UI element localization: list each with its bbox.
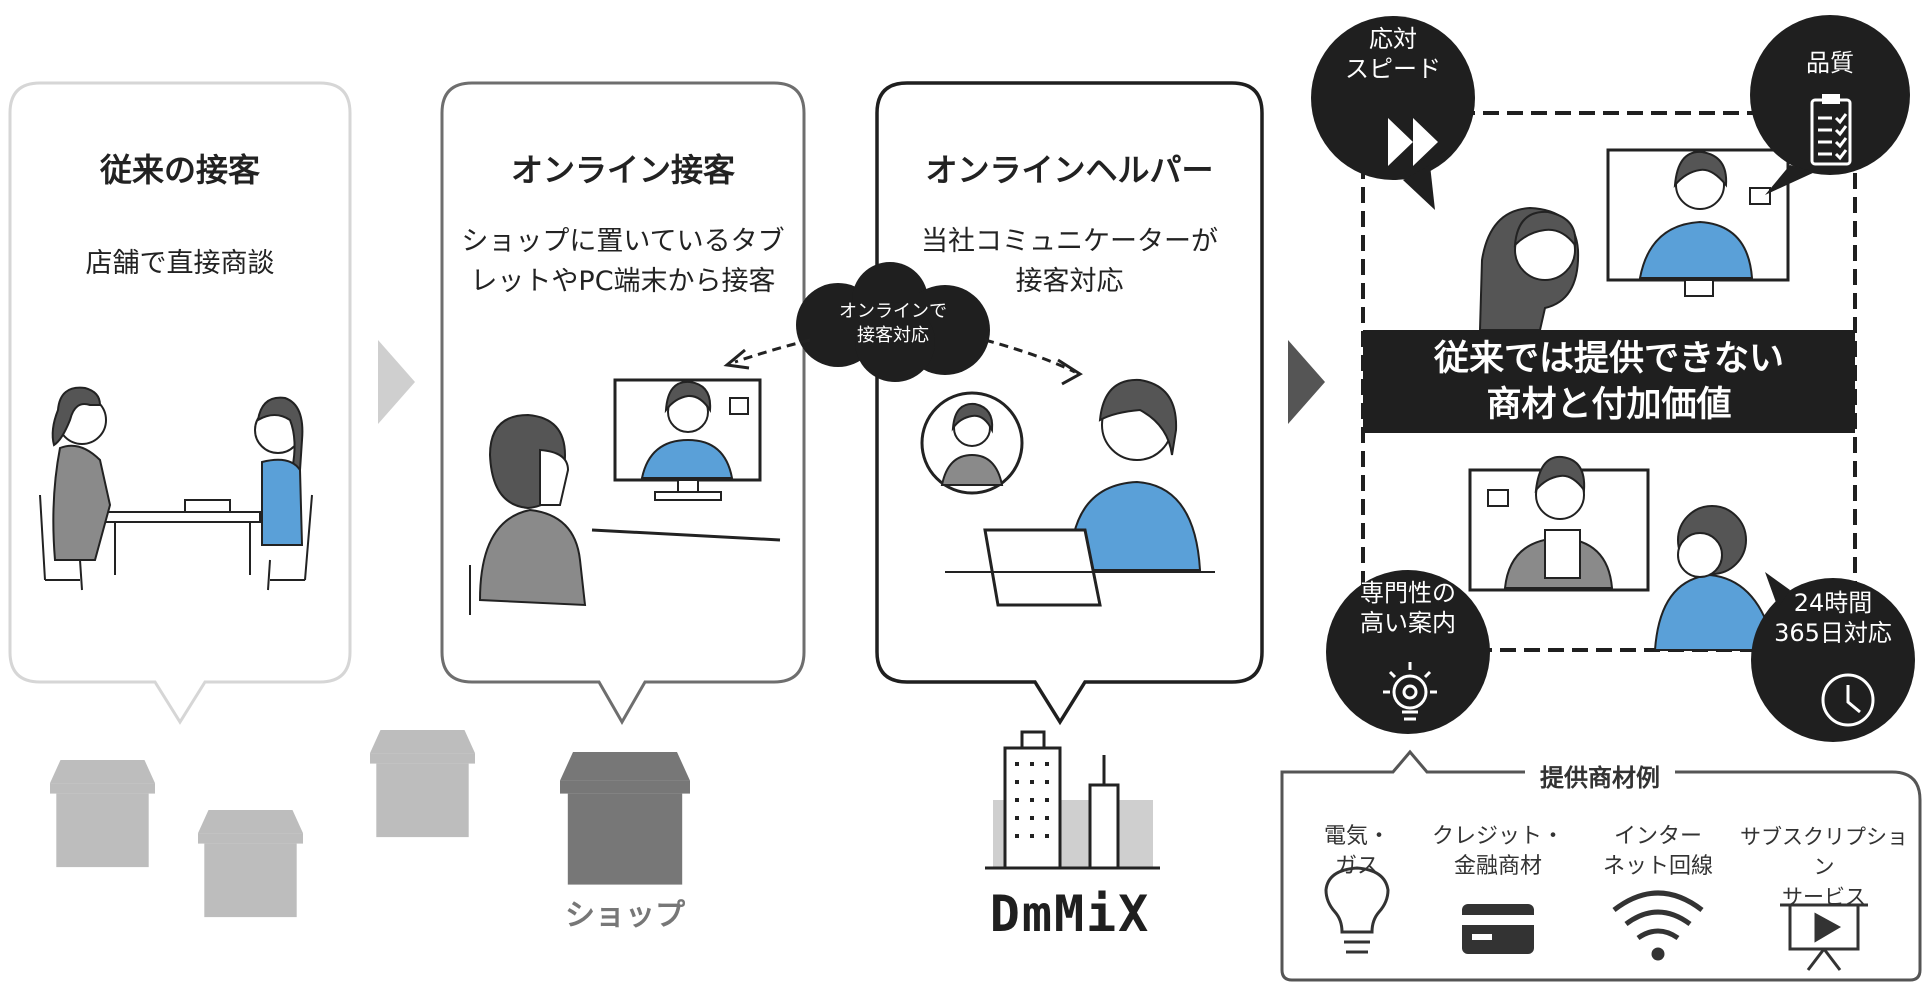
- panel-traditional: [8, 81, 352, 725]
- feature-label-expertise: 専門性の 高い案内: [1360, 579, 1456, 637]
- feature-expertise-badge: [1326, 570, 1490, 734]
- feature-label-24h: 24時間 365日対応: [1774, 589, 1892, 647]
- feature-quality-badge: [1750, 15, 1910, 195]
- example-label-internet: インター ネット回線: [1602, 824, 1713, 879]
- video-player-icon: [1780, 903, 1868, 971]
- panel-desc-traditional: 店舗で直接商談: [85, 248, 275, 279]
- credit-card-icon: [1462, 904, 1534, 954]
- feature-24h-badge: [1751, 572, 1915, 742]
- feature-label-quality: 品質: [1806, 49, 1854, 77]
- example-label-electric-gas: 電気・ ガス: [1323, 824, 1390, 879]
- panel-desc-online-helper: 当社コミュニケーターが 接客対応: [921, 226, 1218, 297]
- panel-title-traditional: 従来の接客: [99, 151, 260, 189]
- building-icon: [985, 730, 1160, 870]
- face-to-face-illustration: [39, 386, 313, 591]
- dashed-arrow-right: [984, 338, 1076, 374]
- value-banner: 従来では提供できない 商材と付加価値: [1433, 339, 1784, 425]
- lightbulb-icon: [1324, 866, 1390, 954]
- shop-cluster-grey: [50, 730, 475, 918]
- cloud-label: オンラインで 接客対応: [839, 301, 947, 346]
- helper-illustration: [920, 378, 1215, 607]
- value-banner-bg: [1363, 330, 1855, 433]
- cloud-bubble: [796, 262, 990, 382]
- feature-label-speed: 応対 スピード: [1345, 25, 1441, 83]
- tablet-customer-illustration: [469, 378, 781, 615]
- example-label-credit: クレジット・ 金融商材: [1431, 824, 1564, 879]
- examples-title: 提供商材例: [1525, 758, 1675, 793]
- arrow-right-dark: [1288, 340, 1325, 424]
- shop-label: ショップ: [565, 898, 685, 933]
- shop-icon: [560, 752, 690, 885]
- wifi-icon: [1612, 890, 1704, 961]
- examples-box: [1280, 749, 1922, 982]
- dashed-arrow-left: [734, 338, 811, 364]
- panel-title-online-helper: オンラインヘルパー: [925, 151, 1214, 189]
- panel-title-online: オンライン接客: [510, 151, 735, 189]
- value-illustration-bottom: [1468, 455, 1777, 651]
- arrow-right-light: [378, 340, 415, 424]
- feature-speed-badge: [1311, 16, 1475, 210]
- example-label-subscription: サブスクリプション サービス: [1740, 825, 1908, 909]
- value-illustration-top: [1478, 148, 1790, 331]
- brand-logo: DmMiX: [989, 885, 1151, 943]
- panel-desc-online: ショップに置いているタブ レットやPC端末から接客: [461, 226, 785, 297]
